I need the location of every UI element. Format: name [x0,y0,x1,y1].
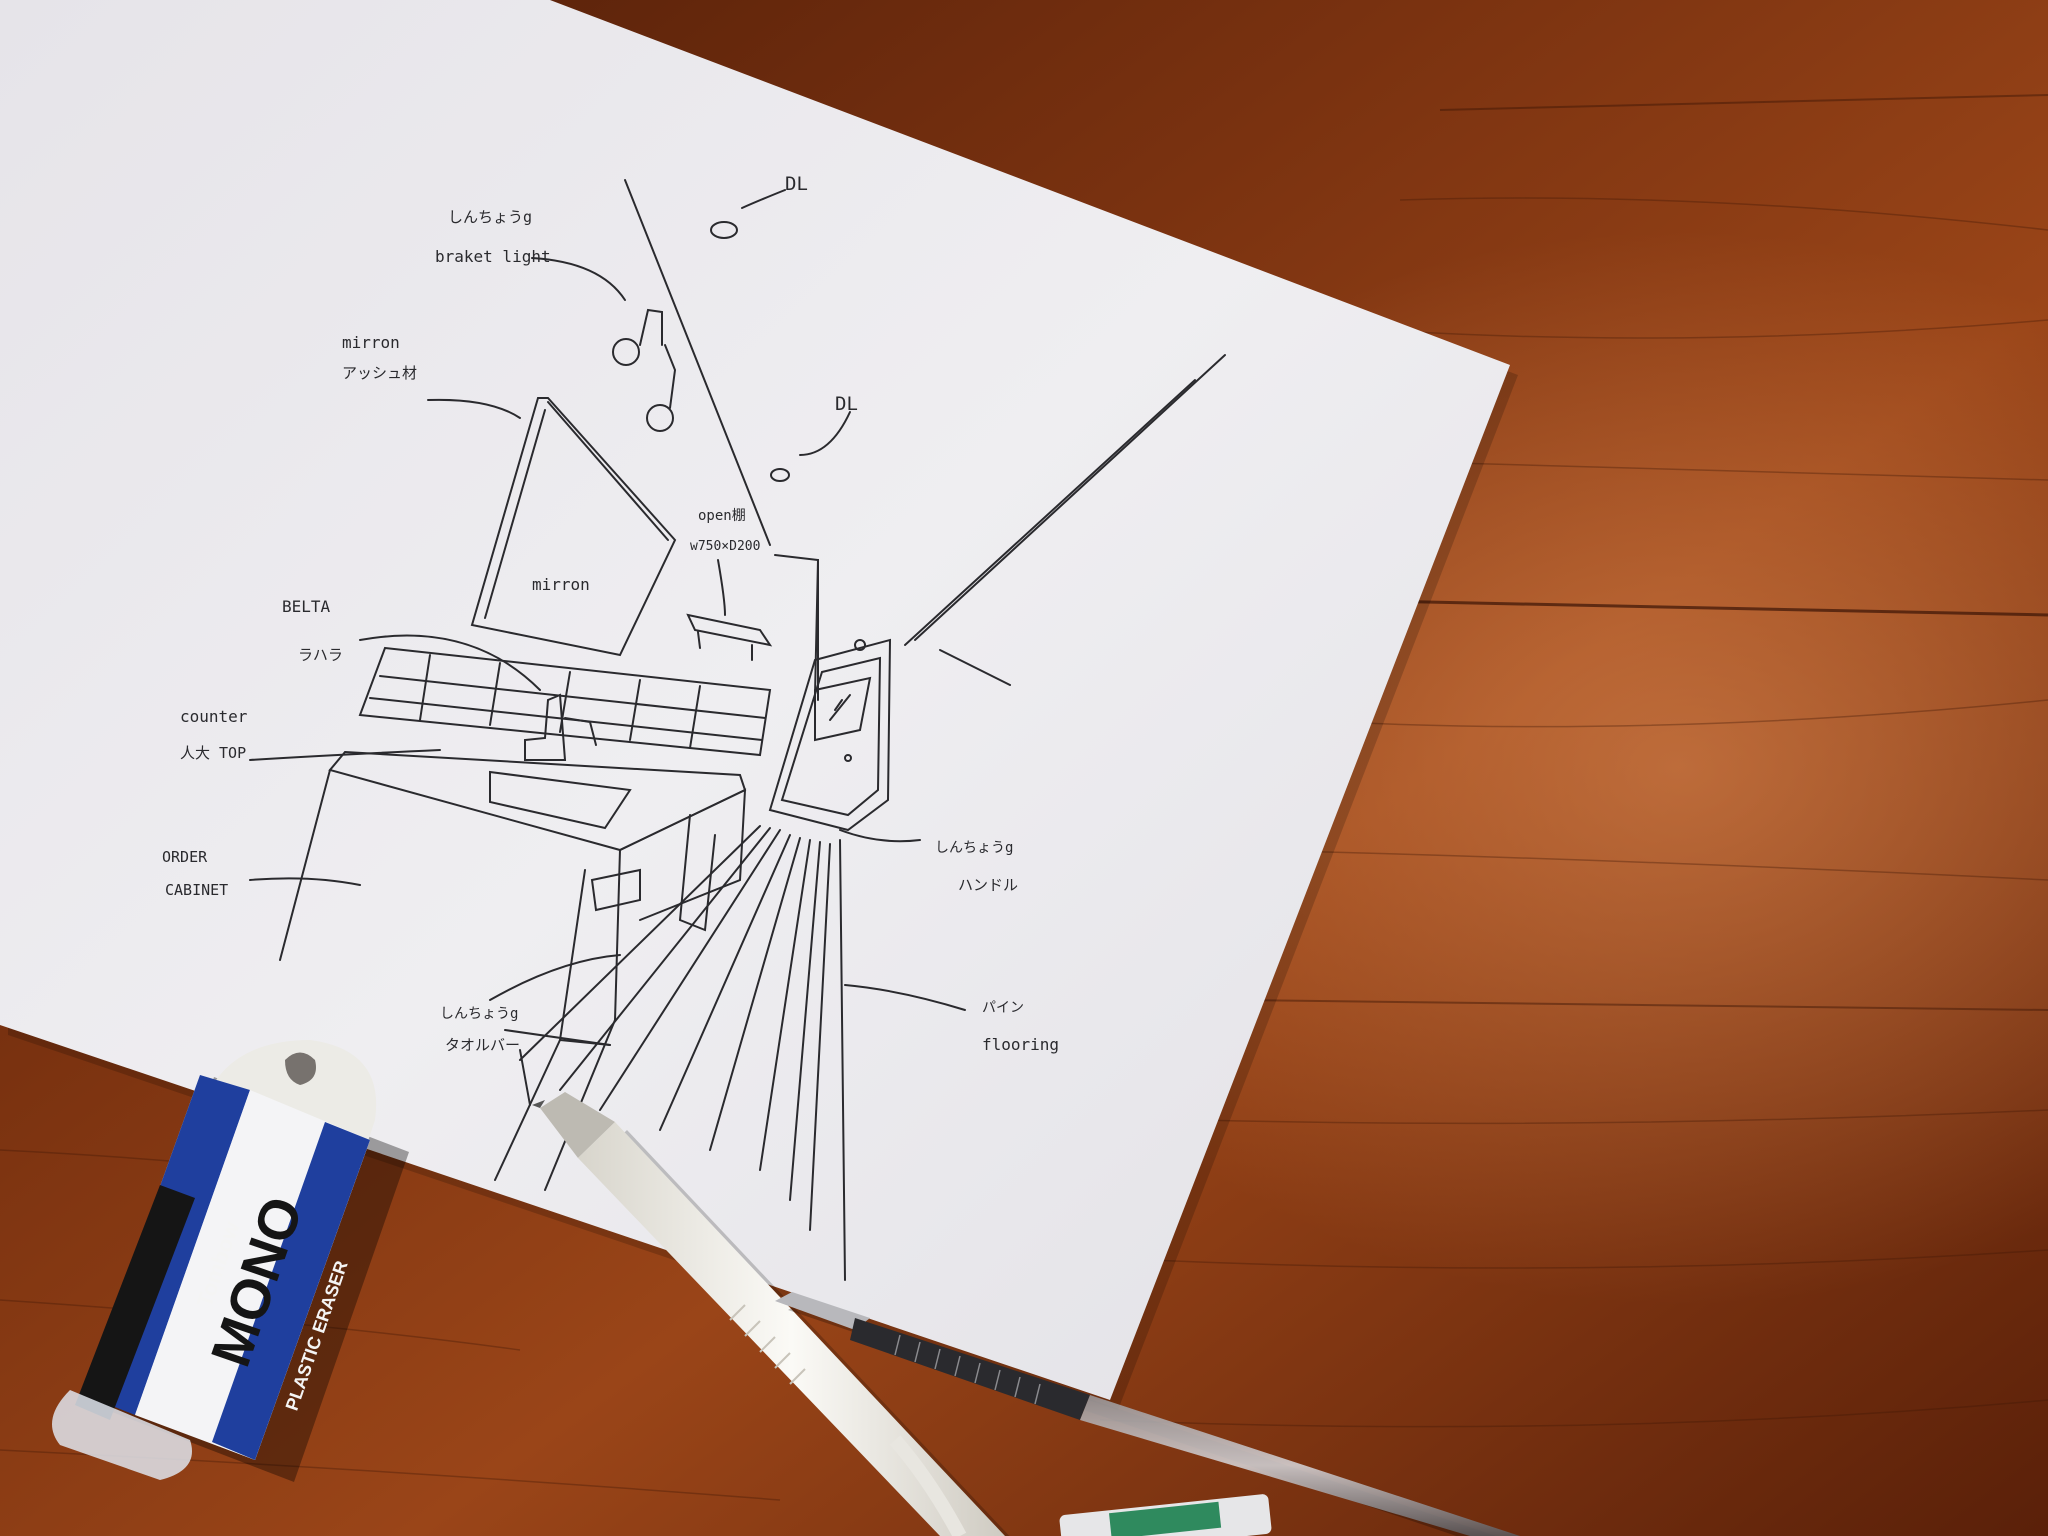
mechanical-pencil [532,1092,1010,1536]
label-bracket-maker: しんちょうg [448,208,532,226]
label-dl-top: DL [785,173,808,195]
sketch-paper [0,0,1518,1410]
eraser: Tombow MONO PLASTIC ERASER [52,1040,409,1482]
eraser-black-band [75,1185,195,1420]
open-shelf [686,613,773,647]
label-mirror-frame-2: アッシュ材 [342,364,417,382]
label-floor-1: パイン [982,1000,1024,1016]
ballpoint-pen [775,1292,1520,1536]
label-tile-1: BELTA [282,597,331,616]
label-counter-2: 人大 TOP [180,744,246,762]
label-towel-1: しんちょうg [440,1006,518,1022]
label-floor-2: flooring [982,1035,1059,1054]
label-handle-2: ハンドル [958,876,1018,894]
pine-flooring [519,825,831,1231]
label-dl-mid: DL [835,393,858,415]
label-tile-2: ラハラ [298,646,343,664]
mirror-frame [470,397,677,657]
bracket-light-1 [612,338,640,366]
label-shelf-2: w750×D200 [690,539,760,554]
bracket-light-2 [646,404,674,432]
label-cabinet-1: ORDER [162,848,208,866]
downlight-mid [770,468,790,482]
label-mirror: mirron [532,575,590,594]
label-shelf-1: open棚 [698,508,746,524]
downlight-top [710,221,738,239]
label-counter-1: counter [180,707,248,726]
door [768,638,892,832]
faucet [524,693,567,761]
sketch-drawing [249,179,1226,1281]
order-cabinet [279,769,331,961]
tile-backsplash [358,646,772,757]
label-bracket-light: braket light [435,247,551,266]
label-mirror-frame-1: mirron [342,333,400,352]
label-towel-2: タオルバー [445,1036,520,1054]
sketch-labels: DL DL しんちょうg braket light mirron アッシュ材 m… [162,173,1059,1054]
label-handle-1: しんちょうg [935,840,1013,856]
label-cabinet-2: CABINET [165,881,228,899]
